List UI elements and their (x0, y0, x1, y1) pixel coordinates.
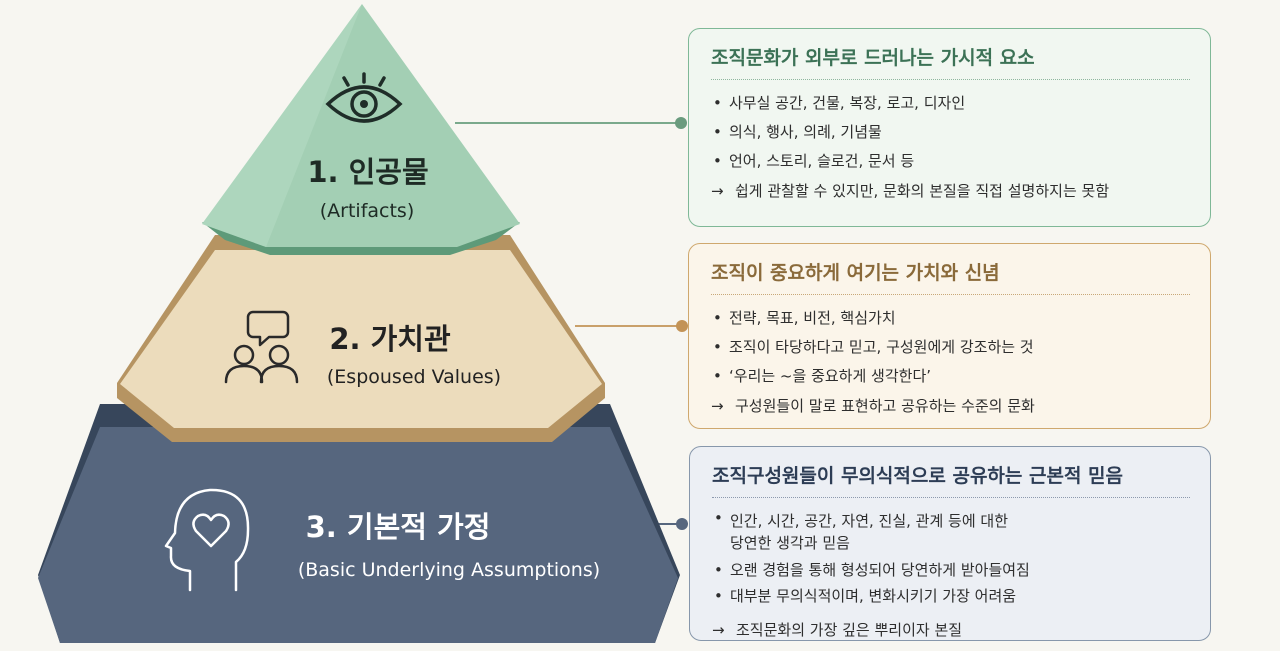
artifacts-bullet-list: 사무실 공간, 건물, 복장, 로고, 디자인 의식, 행사, 의례, 기념물 … (711, 89, 1190, 176)
list-item-line: 당연한 생각과 믿음 (730, 534, 850, 552)
list-item-line: 인간, 시간, 공간, 자연, 진실, 관계 등에 대한 (730, 512, 1009, 530)
arrow-right-icon: → (711, 397, 724, 415)
list-item: 전략, 목표, 비전, 핵심가치 (711, 304, 1190, 333)
list-item: 대부분 무의식적이며, 변화시키기 가장 어려움 (712, 583, 1190, 609)
arrow-right-icon: → (711, 182, 724, 200)
values-conclusion-text: 구성원들이 말로 표현하고 공유하는 수준의 문화 (735, 397, 1035, 415)
artifacts-description-box: 조직문화가 외부로 드러나는 가시적 요소 사무실 공간, 건물, 복장, 로고… (688, 28, 1211, 227)
values-description-box: 조직이 중요하게 여기는 가치와 신념 전략, 목표, 비전, 핵심가치 조직이… (688, 243, 1211, 429)
list-item: ‘우리는 ~을 중요하게 생각한다’ (711, 362, 1190, 391)
level-1-subtitle: (Artifacts) (320, 200, 415, 222)
artifacts-conclusion: → 쉽게 관찰할 수 있지만, 문화의 본질을 직접 설명하지는 못함 (711, 176, 1190, 206)
values-bullet-list: 전략, 목표, 비전, 핵심가치 조직이 타당하다고 믿고, 구성원에게 강조하… (711, 304, 1190, 391)
list-item: 조직이 타당하다고 믿고, 구성원에게 강조하는 것 (711, 333, 1190, 362)
people-speech-icon (224, 310, 299, 384)
level-2-title: 2. 가치관 (329, 322, 451, 356)
values-heading: 조직이 중요하게 여기는 가치와 신념 (711, 258, 1190, 295)
list-item: 사무실 공간, 건물, 복장, 로고, 디자인 (711, 89, 1190, 118)
list-item: 오랜 경험을 통해 형성되어 당연하게 받아들여짐 (712, 557, 1190, 583)
assumptions-description-box: 조직구성원들이 무의식적으로 공유하는 근본적 믿음 인간, 시간, 공간, 자… (689, 446, 1211, 641)
pyramid-level-2[interactable] (117, 235, 605, 442)
artifacts-heading: 조직문화가 외부로 드러나는 가시적 요소 (711, 43, 1190, 80)
eye-icon (325, 72, 403, 123)
head-heart-icon (164, 488, 250, 592)
level-1-title: 1. 인공물 (307, 155, 428, 189)
level-3-title: 3. 기본적 가정 (306, 510, 491, 544)
assumptions-bullet-list: 인간, 시간, 공간, 자연, 진실, 관계 등에 대한 당연한 생각과 믿음 … (712, 507, 1190, 609)
list-item: 인간, 시간, 공간, 자연, 진실, 관계 등에 대한 당연한 생각과 믿음 (712, 507, 1190, 557)
culture-pyramid: 1. 인공물 (Artifacts) 2. 가치관 (Espoused Valu… (38, 4, 688, 643)
level-3-subtitle: (Basic Underlying Assumptions) (298, 559, 600, 581)
assumptions-conclusion: → 조직문화의 가장 깊은 뿌리이자 본질 (712, 615, 1190, 645)
artifacts-conclusion-text: 쉽게 관찰할 수 있지만, 문화의 본질을 직접 설명하지는 못함 (735, 182, 1110, 200)
list-item: 의식, 행사, 의례, 기념물 (711, 118, 1190, 147)
assumptions-conclusion-text: 조직문화의 가장 깊은 뿌리이자 본질 (736, 621, 963, 639)
arrow-right-icon: → (712, 621, 725, 639)
list-item: 언어, 스토리, 슬로건, 문서 등 (711, 147, 1190, 176)
pyramid-level-3[interactable] (38, 404, 680, 643)
values-conclusion: → 구성원들이 말로 표현하고 공유하는 수준의 문화 (711, 391, 1190, 421)
level-2-subtitle: (Espoused Values) (327, 366, 501, 388)
assumptions-heading: 조직구성원들이 무의식적으로 공유하는 근본적 믿음 (712, 461, 1190, 498)
pyramid-level-1[interactable] (202, 4, 520, 255)
